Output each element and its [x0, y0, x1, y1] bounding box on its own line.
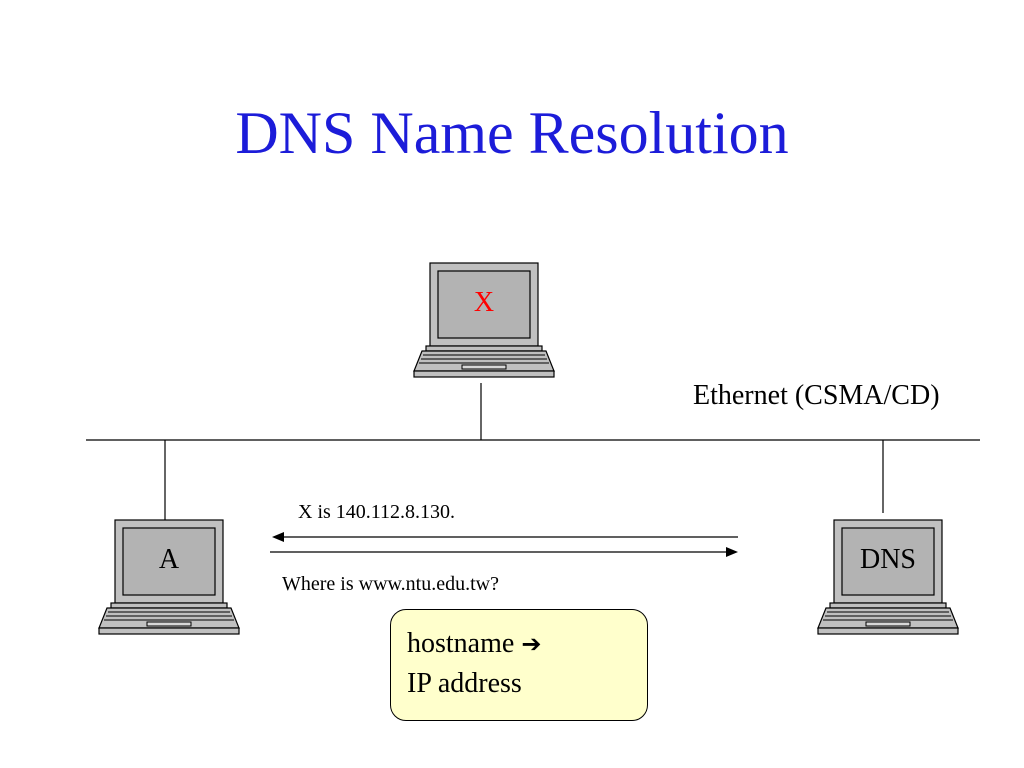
reply-message: X is 140.112.8.130. — [298, 501, 456, 523]
note-line-1: hostname ➔ — [407, 624, 647, 664]
host-x-label: X — [474, 287, 494, 318]
dns-server-label: DNS — [860, 544, 916, 575]
query-message: Where is www.ntu.edu.tw? — [282, 573, 499, 595]
right-arrow-icon: ➔ — [521, 630, 542, 658]
note-hostname-text: hostname — [407, 628, 515, 659]
host-a-label: A — [159, 544, 180, 575]
ethernet-label: Ethernet (CSMA/CD) — [693, 380, 940, 411]
host-x-laptop: X — [413, 262, 555, 378]
reply-arrow — [272, 532, 738, 542]
note-line-2: IP address — [407, 668, 522, 699]
dns-server-laptop: DNS — [817, 519, 959, 635]
note-box: hostname ➔ IP address — [390, 609, 648, 721]
query-arrow — [270, 547, 738, 557]
host-a-laptop: A — [98, 519, 240, 635]
slide-title: DNS Name Resolution — [235, 100, 789, 166]
